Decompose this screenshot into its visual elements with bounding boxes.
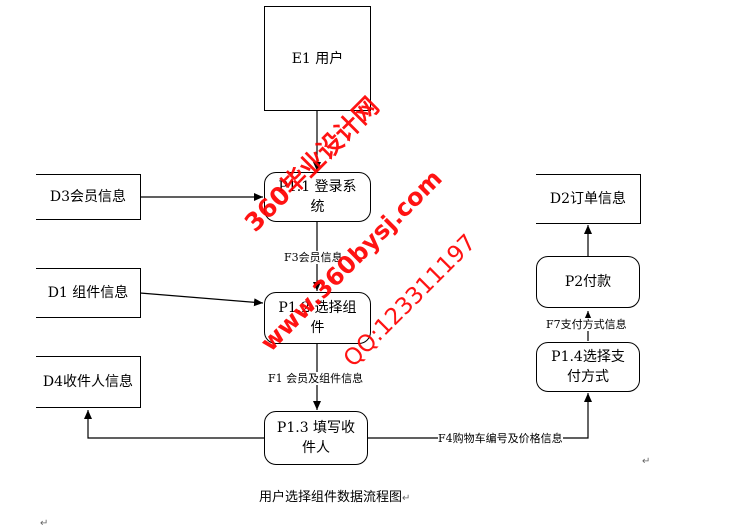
store-recipient-info: D4收件人信息 (36, 356, 141, 408)
store-order-info-label: D2订单信息 (549, 191, 627, 207)
process-select-component-label: P1.2 选择组件 (278, 300, 357, 336)
process-select-payment-label: P1.4选择支付方式 (551, 349, 625, 385)
process-payment: P2付款 (536, 256, 640, 308)
store-member-info: D3会员信息 (36, 174, 141, 220)
process-login-label: P1.1 登录系统 (278, 179, 357, 215)
process-select-payment: P1.4选择支付方式 (536, 342, 640, 392)
process-fill-recipient-label: P1.3 填写收件人 (276, 420, 356, 456)
para-mark: ↵ (642, 456, 651, 467)
store-order-info: D2订单信息 (536, 174, 641, 224)
flow-label-member-component-info: F1 会员及组件信息 (268, 372, 364, 385)
flow-label-cart-price-info: F4购物车编号及价格信息 (438, 432, 563, 445)
flow-p13-d4 (84, 410, 264, 439)
entity-user: E1 用户 (264, 6, 371, 111)
para-mark-bottom: ↵ (40, 518, 49, 529)
store-member-info-label: D3会员信息 (49, 189, 127, 205)
caption-para-mark: ↵ (402, 493, 411, 504)
store-recipient-info-label: D4收件人信息 (42, 374, 134, 390)
flow-label-payment-method-info: F7支付方式信息 (546, 318, 627, 331)
entity-user-label: E1 用户 (291, 50, 344, 67)
caption-text: 用户选择组件数据流程图 (259, 490, 403, 505)
process-payment-label: P2付款 (564, 274, 612, 290)
process-select-component: P1.2 选择组件 (264, 292, 371, 344)
store-component-info-label: D1 组件信息 (47, 285, 129, 301)
store-component-info: D1 组件信息 (36, 268, 141, 318)
process-login: P1.1 登录系统 (264, 172, 371, 222)
process-fill-recipient: P1.3 填写收件人 (264, 411, 368, 465)
flow-d1-p12 (139, 292, 264, 307)
diagram-caption: 用户选择组件数据流程图↵ (259, 486, 410, 505)
flow-label-member-info: F3会员信息 (284, 251, 343, 264)
